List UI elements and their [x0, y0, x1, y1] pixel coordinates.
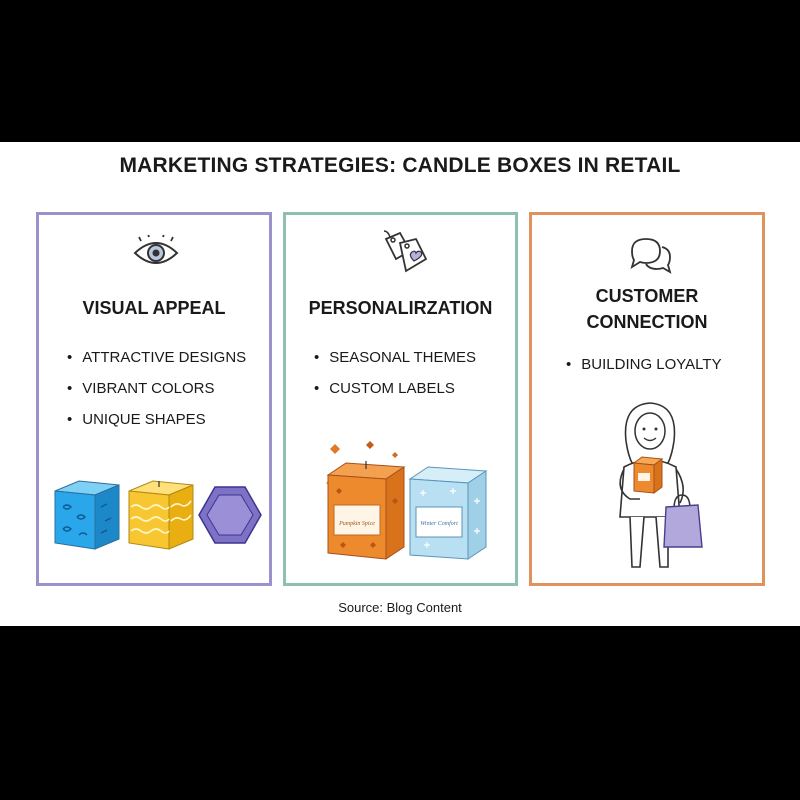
source-caption: Source: Blog Content	[338, 600, 462, 615]
card-personalization: PERSONALIRZATION SEASONAL THEMES CUSTOM …	[283, 212, 518, 586]
card-title: CUSTOMER CONNECTION	[532, 283, 762, 335]
list-item: BUILDING LOYALTY	[566, 349, 721, 380]
seasonal-boxes-illustration: Pumpkin Spice Winter Comfort	[326, 441, 488, 560]
bullet-list: SEASONAL THEMES CUSTOM LABELS	[314, 342, 476, 404]
list-item: ATTRACTIVE DESIGNS	[67, 342, 246, 373]
bullet-list: BUILDING LOYALTY	[566, 349, 721, 380]
infographic: MARKETING STRATEGIES: CANDLE BOXES IN RE…	[0, 142, 800, 626]
card-visual-appeal: VISUAL APPEAL ATTRACTIVE DESIGNS VIBRANT…	[36, 212, 272, 586]
candle-boxes-illustration	[54, 480, 262, 550]
yellow-candle-box	[128, 480, 194, 550]
purple-hexagon-box	[198, 486, 262, 544]
list-item: VIBRANT COLORS	[67, 373, 246, 404]
box-label-autumn: Pumpkin Spice	[338, 521, 375, 527]
card-title-text: CUSTOMER CONNECTION	[586, 286, 708, 332]
page-title: MARKETING STRATEGIES: CANDLE BOXES IN RE…	[119, 154, 681, 177]
eye-icon	[133, 235, 179, 264]
card-title: VISUAL APPEAL	[82, 298, 226, 318]
customer-illustration	[619, 402, 703, 568]
autumn-candle-box: Pumpkin Spice	[326, 461, 406, 560]
list-item: SEASONAL THEMES	[314, 342, 476, 373]
card-customer-connection: CUSTOMER CONNECTION BUILDING LOYALTY	[529, 212, 765, 586]
winter-candle-box: Winter Comfort	[408, 466, 488, 560]
list-item: UNIQUE SHAPES	[67, 404, 246, 435]
bullet-list: ATTRACTIVE DESIGNS VIBRANT COLORS UNIQUE…	[67, 342, 246, 435]
list-item: CUSTOM LABELS	[314, 373, 476, 404]
blue-candle-box	[54, 480, 120, 550]
box-label-winter: Winter Comfort	[420, 520, 458, 527]
chat-bubbles-icon	[630, 238, 672, 274]
tag-heart-icon	[383, 230, 428, 273]
card-title: PERSONALIRZATION	[308, 298, 493, 318]
